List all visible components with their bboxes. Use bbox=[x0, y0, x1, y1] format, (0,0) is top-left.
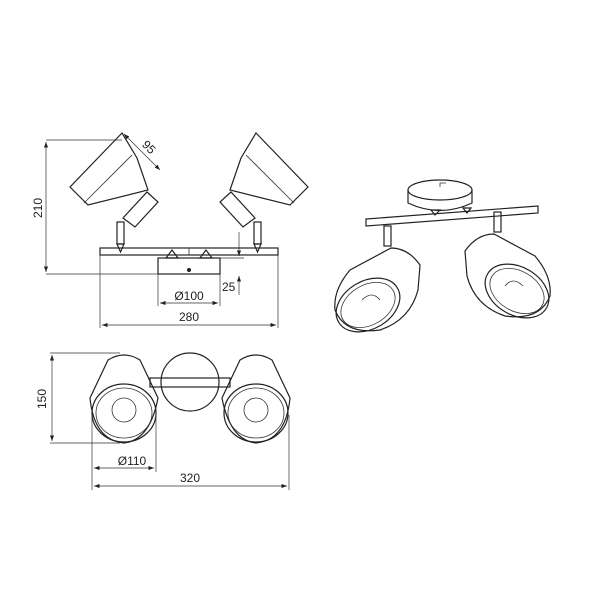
canopy-perspective bbox=[407, 179, 473, 201]
left-spot-top bbox=[89, 354, 159, 444]
dim-canopy-diameter: Ø100 bbox=[174, 289, 204, 303]
canopy-top bbox=[160, 352, 220, 412]
bar-perspective bbox=[365, 205, 539, 227]
dim-shade-diameter: Ø110 bbox=[118, 454, 147, 468]
dim-bar-length: 280 bbox=[179, 310, 199, 324]
dim-depth: 150 bbox=[35, 389, 49, 409]
top-view: 150 Ø110 320 bbox=[35, 352, 291, 490]
right-spot-perspective bbox=[464, 211, 551, 319]
right-spot-front bbox=[219, 132, 309, 254]
canopy-front bbox=[157, 257, 221, 275]
perspective-view bbox=[334, 179, 551, 333]
right-spot-top bbox=[221, 354, 291, 444]
left-spot-perspective bbox=[334, 225, 421, 333]
dim-overall-width: 320 bbox=[180, 471, 200, 485]
front-view: 210 95 25 Ø100 280 bbox=[31, 132, 309, 328]
dim-shade-depth: 95 bbox=[139, 137, 159, 157]
dim-canopy-height: 25 bbox=[222, 280, 236, 294]
dim-height: 210 bbox=[31, 198, 45, 218]
